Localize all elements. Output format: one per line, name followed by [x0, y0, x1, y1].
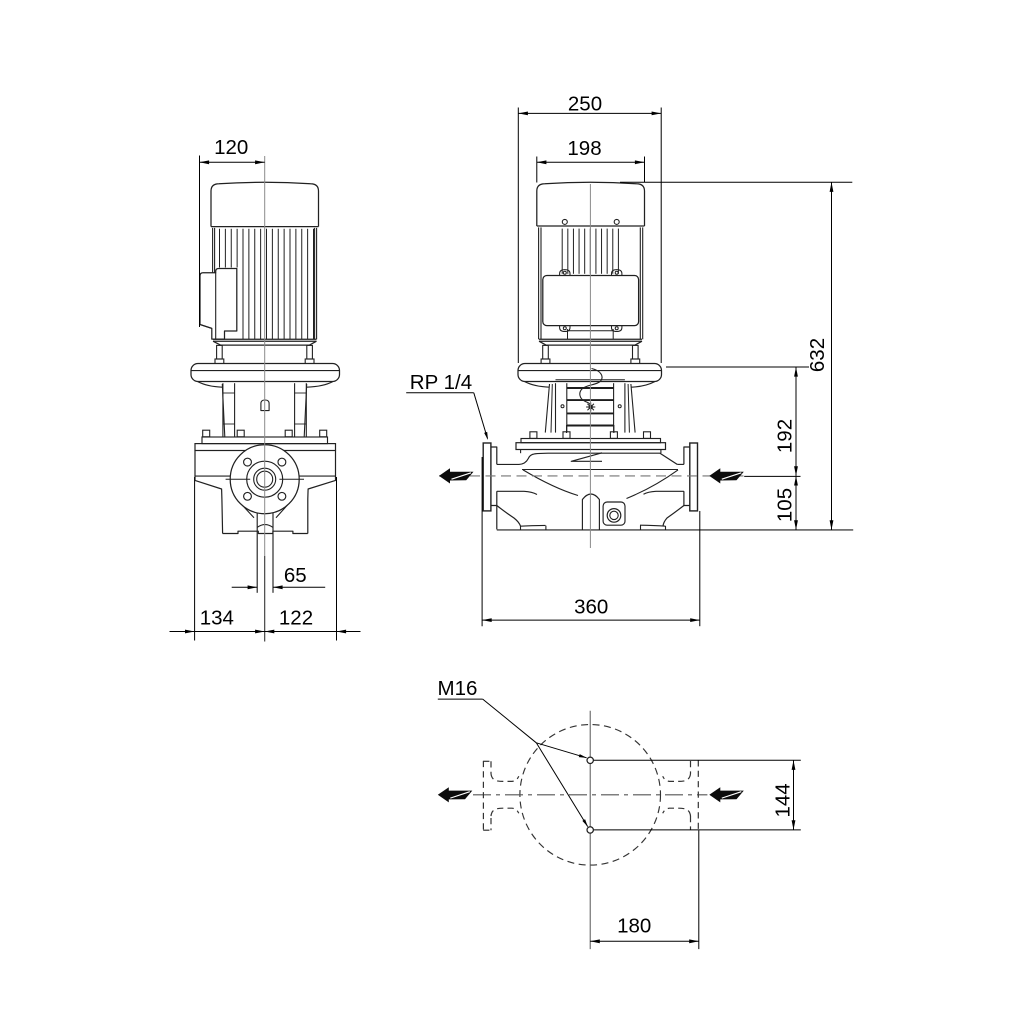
svg-text:192: 192 [774, 419, 797, 453]
svg-text:144: 144 [772, 783, 795, 817]
svg-text:632: 632 [806, 338, 829, 372]
svg-text:105: 105 [774, 488, 797, 522]
svg-text:250: 250 [568, 92, 602, 115]
svg-text:134: 134 [200, 607, 234, 630]
svg-text:122: 122 [279, 607, 313, 630]
svg-text:360: 360 [574, 596, 608, 619]
svg-text:120: 120 [214, 136, 248, 159]
svg-text:180: 180 [617, 914, 651, 937]
svg-text:RP 1/4: RP 1/4 [410, 371, 472, 394]
svg-text:198: 198 [567, 137, 601, 160]
svg-text:65: 65 [284, 564, 307, 587]
svg-text:M16: M16 [438, 677, 478, 700]
